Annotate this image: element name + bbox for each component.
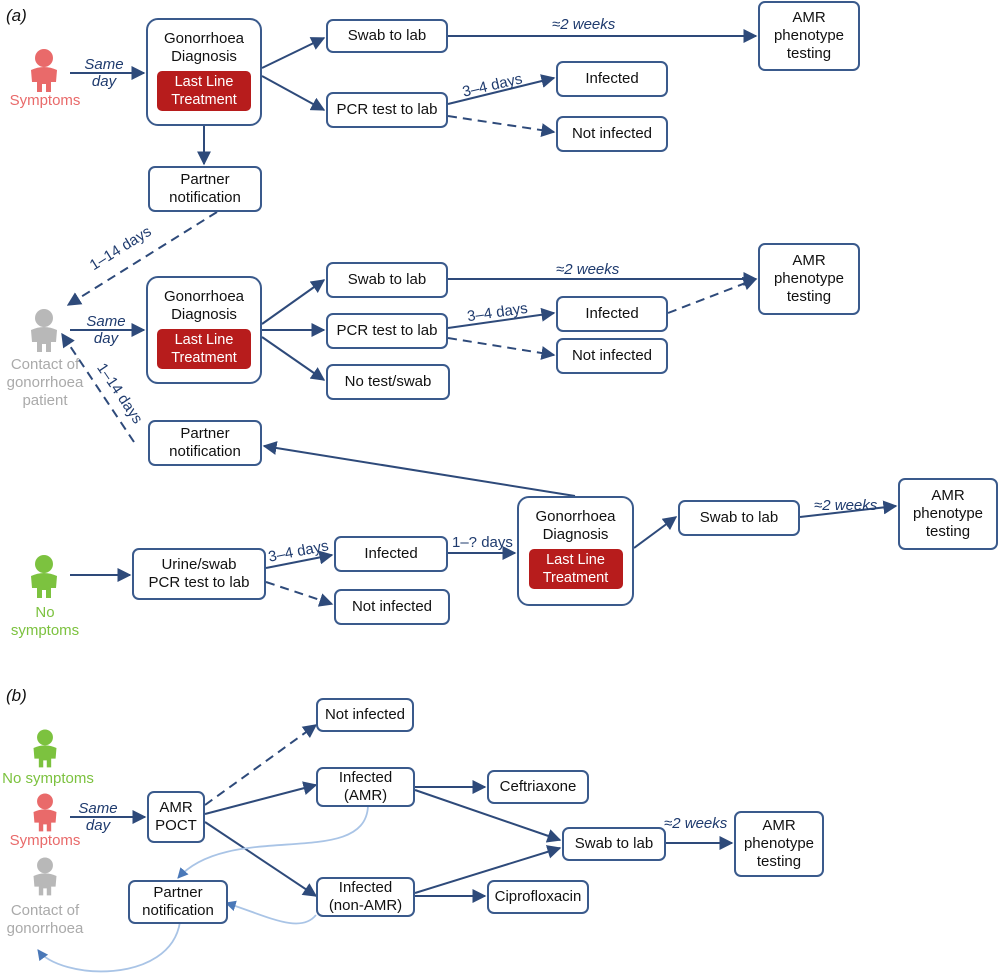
b-no-symptoms-label: No symptoms (2, 770, 94, 787)
edge-pcr-not-infected (447, 115, 556, 138)
edge-urine-infected3 (265, 550, 334, 569)
one-q-days-label: 1–? days (452, 534, 513, 551)
edge-pcr-infected (447, 74, 556, 105)
pcr-test-1: PCR test to lab (326, 92, 448, 128)
swab-to-lab-b: Swab to lab (562, 827, 666, 861)
infected-2: Infected (556, 296, 668, 332)
edge-swab3-amr3 (799, 500, 898, 518)
two-weeks-label-b: ≈2 weeks (664, 815, 728, 832)
loop-amr-partner (177, 805, 369, 879)
swab-to-lab-3: Swab to lab (678, 500, 800, 536)
edge-diagnosis-pcr (261, 75, 326, 111)
not-infected-b: Not infected (316, 698, 414, 732)
edge-amr-swab (414, 789, 562, 843)
edge-diagnosis2-notest (261, 336, 326, 381)
not-infected-3: Not infected (334, 589, 450, 625)
contact-person-icon (31, 309, 57, 352)
edge-partner2-contact (61, 332, 135, 443)
edge-diagnosis3-partner2 (262, 441, 576, 497)
no-test-swab: No test/swab (326, 364, 450, 400)
infected-3: Infected (334, 536, 448, 572)
edge-nonamr-swab (414, 845, 562, 894)
panel-b-label: (b) (6, 686, 27, 705)
infected-amr: Infected(AMR) (316, 767, 415, 807)
loop-partner-contact (37, 921, 181, 973)
edge-pcr2-infected2 (447, 307, 556, 329)
symptoms-person-icon (31, 49, 57, 92)
not-infected-1: Not infected (556, 116, 668, 152)
ciprofloxacin-box: Ciprofloxacin (487, 880, 589, 914)
edge-pcr2-not-infected2 (447, 337, 556, 360)
edge-diagnosis-swab (261, 37, 326, 69)
two-weeks-label-1: ≈2 weeks (552, 16, 616, 33)
edge-diagnosis2-swab2 (261, 279, 326, 325)
no-symptoms-person-icon (31, 555, 57, 598)
pcr-test-2: PCR test to lab (326, 313, 448, 349)
edge-urine-not-infected3 (265, 581, 334, 607)
b-symptoms-person-icon (33, 793, 57, 832)
two-weeks-label-3: ≈2 weeks (814, 497, 878, 514)
panel-a-label: (a) (6, 6, 27, 25)
swab-to-lab-2: Swab to lab (326, 262, 448, 298)
ceftriaxone-box: Ceftriaxone (487, 770, 589, 804)
edge-poct-infected-amr (204, 781, 318, 815)
edge-poct-infected-nonamr (204, 821, 318, 897)
infected-non-amr: Infected(non-AMR) (316, 877, 415, 917)
infected-1: Infected (556, 61, 668, 97)
two-weeks-label-2: ≈2 weeks (556, 261, 620, 278)
symptoms-label: Symptoms (9, 92, 81, 109)
edge-poct-not-infected (204, 724, 318, 806)
b-contact-person-icon (33, 857, 57, 896)
not-infected-2: Not infected (556, 338, 668, 374)
b-symptoms-label: Symptoms (9, 832, 81, 849)
edge-infected2-amr2 (667, 277, 758, 314)
loop-nonamr-partner (224, 900, 317, 925)
swab-to-lab-1: Swab to lab (326, 19, 448, 53)
edge-diagnosis3-swab3 (633, 516, 678, 549)
b-no-symptoms-person-icon (33, 729, 57, 768)
